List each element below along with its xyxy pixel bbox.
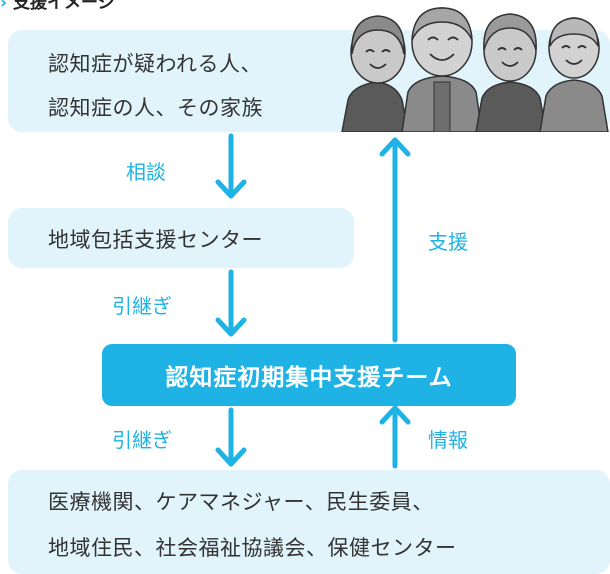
arrow-info-up — [379, 405, 411, 469]
initial-support-team-box: 認知症初期集中支援チーム — [102, 344, 516, 406]
target-people-line-1: 認知症が疑われる人、 — [48, 52, 262, 76]
initial-support-team-label: 認知症初期集中支援チーム — [165, 365, 453, 391]
arrow-handover1-down — [215, 269, 247, 337]
chevron-right-icon: › — [0, 0, 8, 13]
arrow-support-up — [379, 137, 411, 343]
community-support-center-box: 地域包括支援センター — [8, 208, 354, 268]
partner-organizations-line-2: 地域住民、社会福祉協議会、保健センター — [48, 536, 457, 560]
info-label: 情報 — [428, 428, 468, 452]
arrow-handover2-down — [215, 407, 247, 467]
elderly-group-illustration — [341, 7, 609, 132]
partner-organizations-box: 医療機関、ケアマネジャー、民生委員、 地域住民、社会福祉協議会、保健センター — [8, 470, 610, 574]
support-label: 支援 — [428, 230, 468, 254]
section-heading-text: 支援イメージ — [13, 0, 115, 13]
arrow-consult-down — [215, 133, 247, 199]
consult-label: 相談 — [126, 160, 166, 184]
partner-organizations-line-1: 医療機関、ケアマネジャー、民生委員、 — [48, 490, 434, 514]
handover-label-2: 引継ぎ — [112, 428, 172, 452]
target-people-line-2: 認知症の人、その家族 — [48, 96, 263, 120]
handover-label-1: 引継ぎ — [112, 294, 172, 318]
community-support-center-label: 地域包括支援センター — [48, 228, 263, 252]
section-heading: › 支援イメージ — [0, 0, 115, 13]
